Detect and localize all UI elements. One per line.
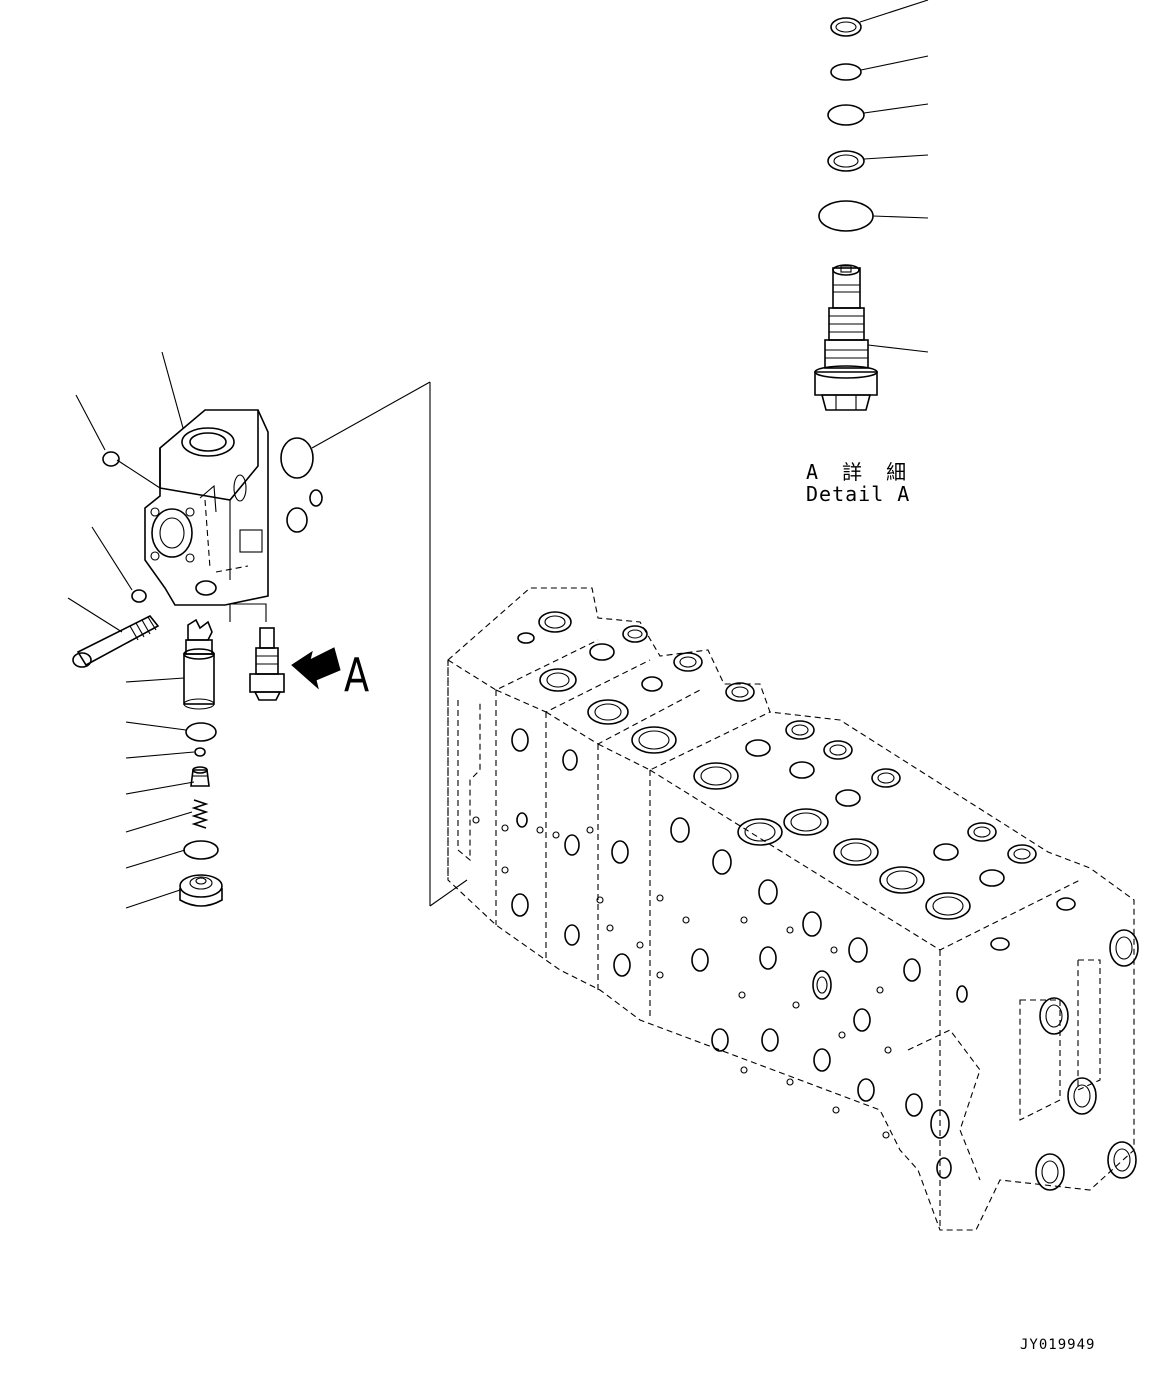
- o-ring-small: [830, 55, 929, 81]
- top-face-ports: [517, 611, 1076, 951]
- detail-a-parts: [814, 0, 929, 411]
- backup-ring-lower: [827, 150, 929, 172]
- o-ring-large: [818, 200, 929, 232]
- piston-o-ring: [125, 721, 217, 742]
- valve-section-exploded: [67, 351, 468, 909]
- check-valve-piston: [125, 618, 215, 710]
- control-valve-body: [447, 587, 1139, 1231]
- detail-a-caption-english: Detail A: [806, 482, 911, 506]
- mating-face-o-rings: [280, 381, 468, 907]
- check-valve-plug: [125, 874, 223, 909]
- side-face-ports: [472, 728, 923, 1139]
- view-a-arrow: [291, 647, 341, 690]
- drawing-number: JY019949: [1020, 1337, 1096, 1353]
- view-a-marker: A: [344, 648, 370, 702]
- relief-valve-assembly: [249, 627, 285, 701]
- plug-o-ring: [125, 840, 219, 869]
- check-ball: [125, 747, 206, 759]
- socket-head-bolt: [67, 597, 160, 668]
- o-ring-medium: [827, 103, 929, 126]
- end-cover-bosses: [930, 929, 1139, 1191]
- relief-valve-cartridge: [814, 264, 929, 411]
- plug-lower: [91, 526, 147, 603]
- detail-a-caption-japanese: A 詳 細: [806, 460, 913, 484]
- valve-section-body: [144, 409, 269, 606]
- backup-ring-top: [830, 0, 929, 37]
- spring: [125, 799, 209, 833]
- poppet: [125, 766, 210, 795]
- plug-upper: [75, 394, 161, 489]
